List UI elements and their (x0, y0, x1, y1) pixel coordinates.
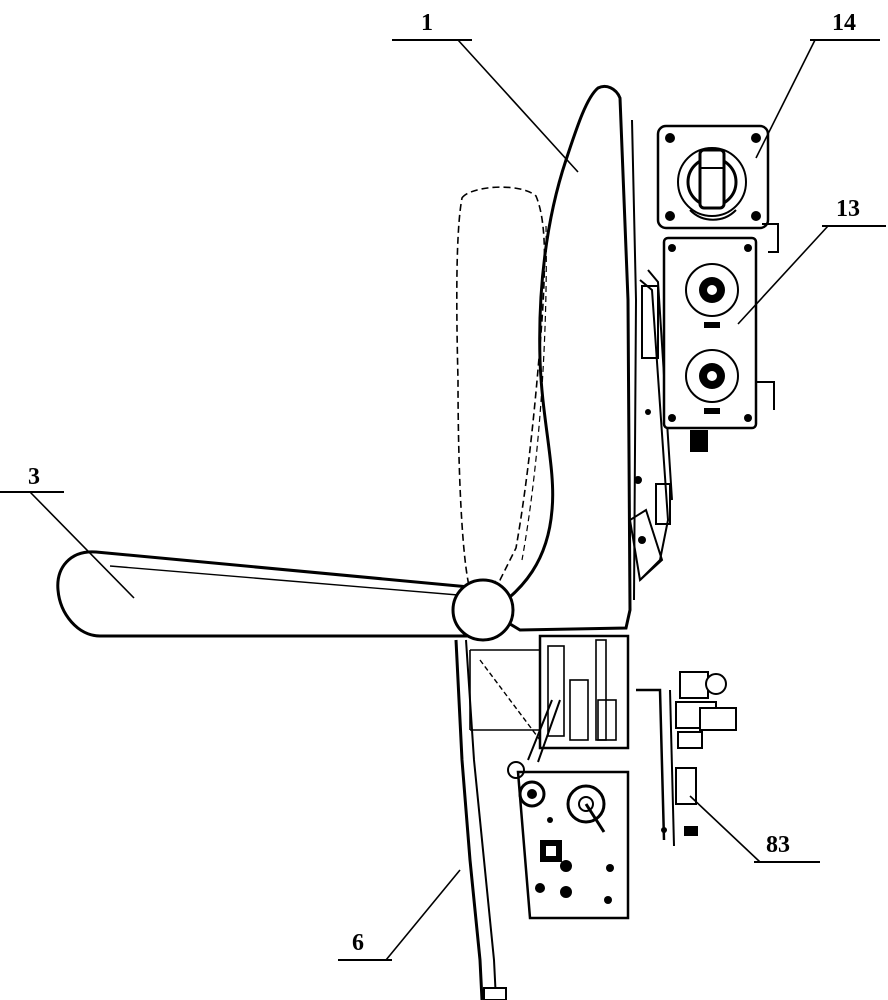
seat-back-alt-position (457, 187, 546, 590)
pivot-hub (453, 580, 513, 640)
callout-14: 14 (756, 10, 880, 158)
callout-1: 1 (392, 10, 578, 172)
callout-label-6: 6 (352, 930, 364, 956)
valve-assembly (636, 672, 736, 846)
base-frame (470, 636, 628, 778)
callout-83: 83 (690, 796, 820, 862)
control-box-upper (658, 126, 778, 252)
support-rod (456, 640, 506, 1000)
callout-3: 3 (0, 464, 134, 598)
armrest (58, 552, 480, 636)
callout-label-13: 13 (836, 196, 860, 222)
callout-label-14: 14 (832, 10, 856, 36)
callout-6: 6 (338, 870, 460, 960)
callout-label-3: 3 (28, 464, 40, 490)
lower-gear-housing (518, 772, 628, 918)
control-box-lower (664, 238, 774, 452)
callout-label-83: 83 (766, 832, 790, 858)
callout-label-1: 1 (421, 10, 433, 36)
seat-back (490, 86, 636, 630)
